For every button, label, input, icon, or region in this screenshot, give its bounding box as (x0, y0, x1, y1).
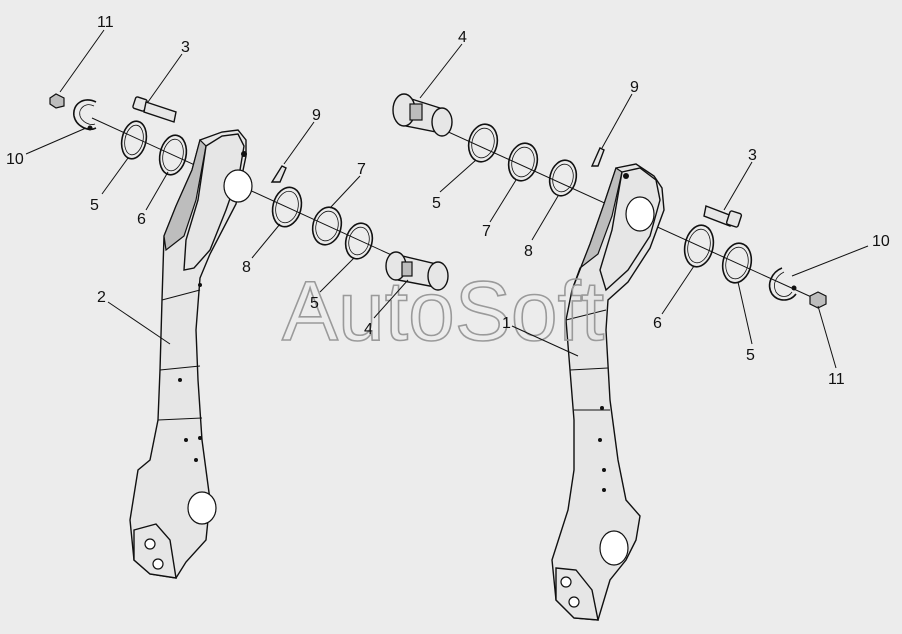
callout-10-left: 10 (6, 151, 24, 168)
callout-10-right: 10 (872, 233, 890, 250)
callout-6-left: 6 (137, 211, 146, 228)
callout-1: 1 (502, 315, 511, 332)
right-assembly (392, 93, 827, 621)
callout-11-left: 11 (97, 14, 114, 31)
watermark: AutoSoft (282, 264, 604, 358)
callout-4-left: 4 (364, 321, 373, 338)
leader-lines (25, 29, 869, 369)
bushing-left (385, 251, 449, 291)
bushing-right (392, 93, 453, 137)
lever-arm-left (129, 129, 253, 579)
left-assembly (49, 93, 449, 579)
callout-4-right: 4 (458, 29, 467, 46)
callout-9-left: 9 (312, 107, 321, 124)
circlip-right (768, 267, 797, 301)
callout-5-right-b: 5 (746, 347, 755, 364)
grease-fitting-left (49, 93, 65, 109)
left-axis-line (91, 117, 421, 269)
rings-left (120, 120, 374, 260)
callout-8-left: 8 (242, 259, 251, 276)
callout-7-left: 7 (357, 161, 366, 178)
callout-9-right: 9 (630, 79, 639, 96)
callout-5-right-a: 5 (432, 195, 441, 212)
callout-3-right: 3 (748, 147, 757, 164)
callout-labels: 11 10 3 5 6 9 7 8 5 4 2 4 9 5 7 8 3 10 1… (6, 14, 890, 388)
callout-11-right: 11 (828, 371, 845, 388)
pin-right (703, 205, 743, 228)
grease-fitting-right (809, 291, 827, 309)
pin-left (132, 96, 177, 123)
callout-5-left-b: 5 (310, 295, 319, 312)
callout-3-left: 3 (181, 39, 190, 56)
callout-7-right: 7 (482, 223, 491, 240)
clip-right (590, 147, 605, 167)
callout-2: 2 (97, 289, 106, 306)
rings-right (467, 123, 753, 284)
callout-8-right: 8 (524, 243, 533, 260)
lever-arm-right (551, 163, 665, 621)
clip-left (270, 165, 287, 183)
callout-5-left-a: 5 (90, 197, 99, 214)
callout-6-right: 6 (653, 315, 662, 332)
